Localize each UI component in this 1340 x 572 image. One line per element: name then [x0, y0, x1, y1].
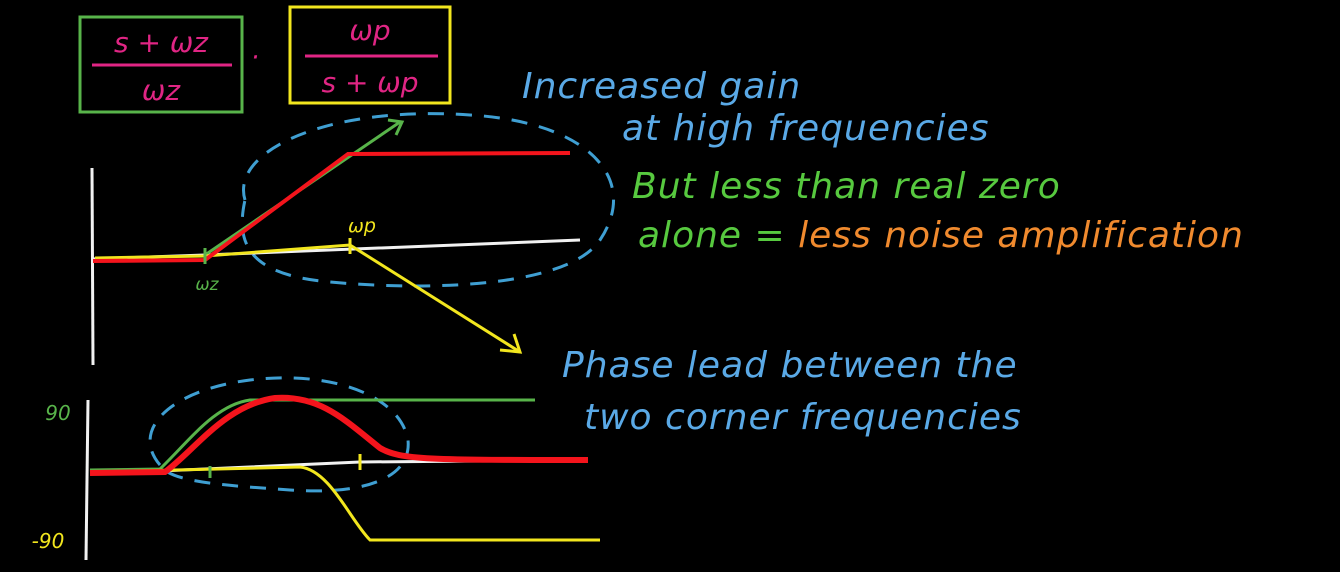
note-gain-line1: Increased gain — [522, 66, 802, 107]
phase-plot: 90 -90 — [32, 376, 600, 561]
wp-label: ωp — [348, 215, 376, 237]
wz-label: ωz — [195, 275, 219, 295]
pole-term-box — [288, 5, 452, 105]
note-noise-line2-a: alone = — [638, 215, 799, 256]
phase-tick-90: 90 — [45, 401, 70, 425]
note-gain-line2: at high frequencies — [622, 108, 990, 149]
phase-dashed-highlight — [148, 376, 410, 493]
green-arrowhead — [387, 118, 405, 136]
magnitude-red-response — [92, 151, 571, 263]
pole-phase-yellow — [89, 465, 600, 542]
magnitude-axis — [90, 167, 95, 366]
pole-asymptote-yellow — [94, 243, 521, 354]
phase-axis — [84, 399, 90, 561]
zero-term: s + ωz ωz — [78, 15, 244, 114]
phase-tick-minus90: -90 — [32, 529, 65, 553]
note-noise-line1: But less than real zero — [632, 166, 1061, 207]
pole-term: ωp s + ωp — [288, 5, 452, 105]
pole-denominator: s + ωp — [321, 66, 418, 99]
note-phase-line1: Phase lead between the — [562, 345, 1018, 386]
magnitude-plot: ωz ωp — [90, 112, 616, 366]
zero-denominator: ωz — [142, 74, 181, 107]
pole-numerator: ωp — [349, 14, 390, 47]
note-noise-line2: alone = less noise amplification — [638, 215, 1244, 256]
note-noise-line2-b: less noise amplification — [798, 215, 1244, 256]
zero-term-box — [78, 15, 244, 114]
phase-red-response — [89, 394, 589, 476]
note-phase-line2: two corner frequencies — [584, 397, 1022, 438]
zero-numerator: s + ωz — [114, 26, 209, 59]
multiply-dot: · — [251, 43, 259, 73]
yellow-arrowhead — [499, 333, 523, 354]
magnitude-dashed-highlight — [240, 112, 616, 288]
zero-phase-green — [89, 398, 535, 472]
